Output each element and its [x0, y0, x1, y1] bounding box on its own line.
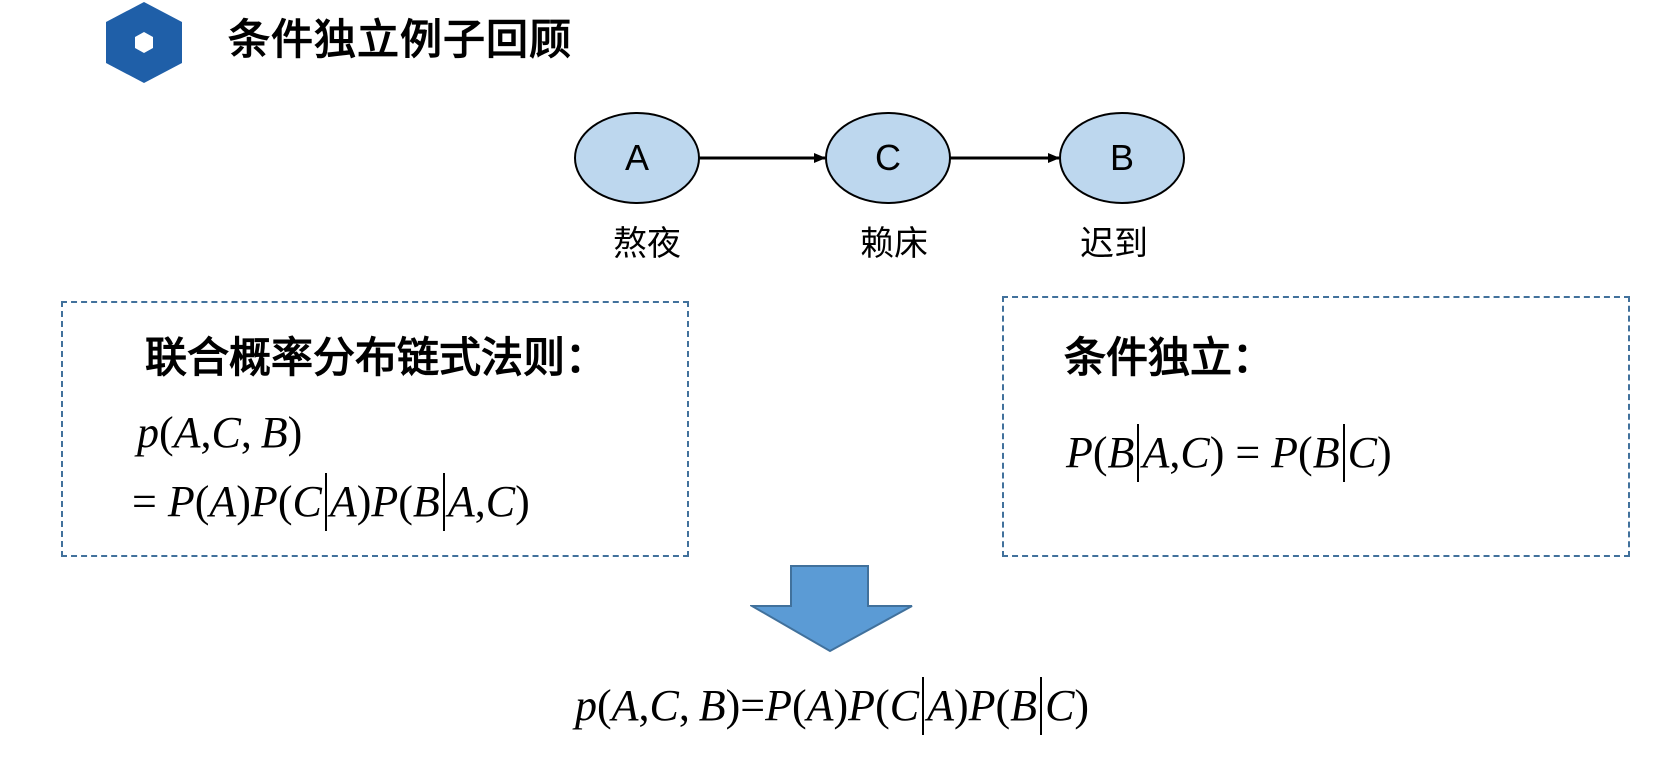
node-b-caption: 迟到	[1080, 224, 1148, 264]
node-c-caption: 赖床	[860, 224, 928, 264]
down-arrow-icon	[750, 565, 913, 653]
node-b-label: B	[1109, 137, 1134, 178]
node-a-caption: 熬夜	[613, 224, 681, 264]
chain-rule-formula-line1: p(A,C, B)	[137, 408, 303, 457]
conditional-independence-box	[1002, 296, 1630, 557]
node-c-label: C	[875, 137, 901, 178]
node-a-label: A	[624, 137, 649, 178]
conditional-independence-heading: 条件独立：	[1064, 333, 1275, 382]
page-title: 条件独立例子回顾	[228, 15, 573, 64]
chain-rule-heading: 联合概率分布链式法则：	[145, 333, 608, 382]
hexagon-icon	[106, 2, 182, 83]
chain-rule-box	[61, 301, 689, 557]
